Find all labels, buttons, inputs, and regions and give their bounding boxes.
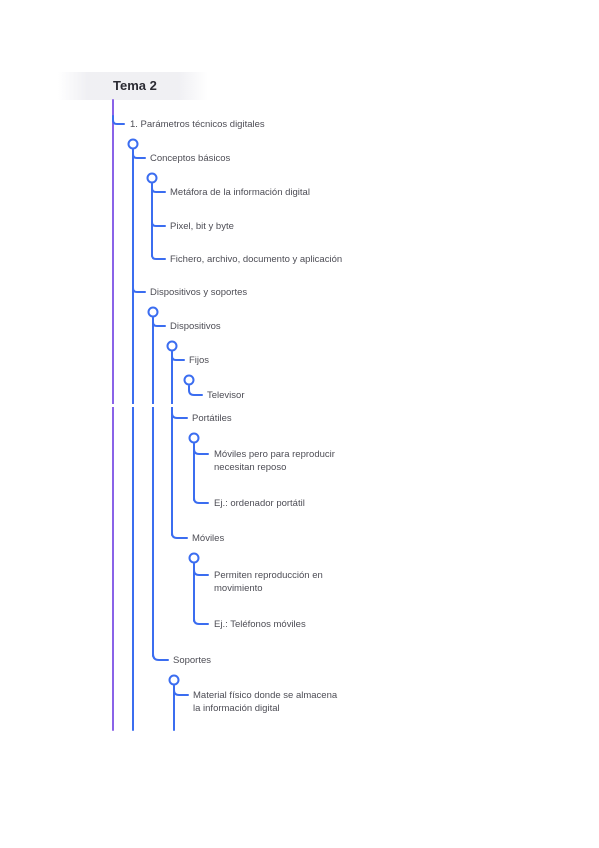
node-dispositivos[interactable]: Dispositivos — [170, 321, 221, 332]
node-metafora[interactable]: Metáfora de la información digital — [170, 187, 310, 198]
connector-n2 — [132, 149, 146, 159]
collapse-handle-n7 — [166, 340, 178, 352]
connector-n17 — [173, 685, 189, 696]
connector-n7 — [152, 317, 166, 327]
collapse-handle-n13 — [188, 552, 200, 564]
node-moviles[interactable]: Móviles — [192, 533, 225, 544]
connector-n6 — [132, 285, 146, 293]
node-permiten-reproduccion[interactable]: Permiten reproducción en movimiento — [214, 569, 323, 595]
connector-n5 — [151, 254, 166, 260]
collapse-handle-n6 — [147, 306, 159, 318]
collapse-handle-n10 — [188, 432, 200, 444]
connector-n15 — [193, 618, 209, 625]
collapse-handle-n2 — [146, 172, 158, 184]
connector-n8 — [171, 351, 185, 361]
node-fichero-archivo[interactable]: Fichero, archivo, documento y aplicación — [170, 254, 343, 265]
collapse-handle-n8 — [183, 374, 195, 386]
node-soportes[interactable]: Soportes — [173, 655, 212, 666]
connector-n4 — [151, 221, 166, 227]
node-portatiles[interactable]: Portátiles — [192, 413, 232, 424]
node-material-fisico[interactable]: Material físico donde se almacena la inf… — [193, 689, 337, 715]
node-permiten-reproduccion-line2: movimiento — [214, 583, 263, 594]
node-ej-telefonos-moviles[interactable]: Ej.: Teléfonos móviles — [214, 619, 306, 630]
node-moviles-reposo-line2: necesitan reposo — [214, 462, 287, 473]
node-permiten-reproduccion-line1: Permiten reproducción en — [214, 570, 323, 581]
node-dispositivos-soportes[interactable]: Dispositivos y soportes — [150, 287, 248, 298]
collapse-handle-n16 — [168, 674, 180, 686]
connector-n3 — [151, 183, 166, 193]
connector-n10 — [171, 412, 188, 419]
connector-n12 — [193, 497, 209, 504]
connector-n11 — [193, 443, 209, 455]
connector-n1 — [112, 115, 125, 125]
node-ej-ordenador-portatil[interactable]: Ej.: ordenador portátil — [214, 498, 305, 509]
node-pixel-bit-byte[interactable]: Pixel, bit y byte — [170, 221, 234, 232]
title-highlight — [58, 72, 208, 100]
page-title: Tema 2 — [113, 78, 157, 93]
node-fijos[interactable]: Fijos — [189, 355, 210, 366]
node-televisor[interactable]: Televisor — [207, 390, 245, 401]
node-moviles-reposo[interactable]: Móviles pero para reproducir necesitan r… — [214, 448, 335, 474]
node-conceptos-basicos[interactable]: Conceptos básicos — [150, 153, 231, 164]
collapse-handle-n1 — [127, 138, 139, 150]
connector-n16 — [152, 653, 169, 661]
node-material-fisico-line1: Material físico donde se almacena — [193, 690, 338, 701]
connector-n14 — [193, 563, 209, 576]
node-material-fisico-line2: la información digital — [193, 703, 280, 714]
page-break-gap — [0, 404, 599, 407]
node-parametros-tecnicos[interactable]: 1. Parámetros técnicos digitales — [130, 119, 265, 130]
node-moviles-reposo-line1: Móviles pero para reproducir — [214, 449, 335, 460]
branch-line-n8 — [188, 385, 203, 396]
connector-n13 — [171, 532, 188, 539]
